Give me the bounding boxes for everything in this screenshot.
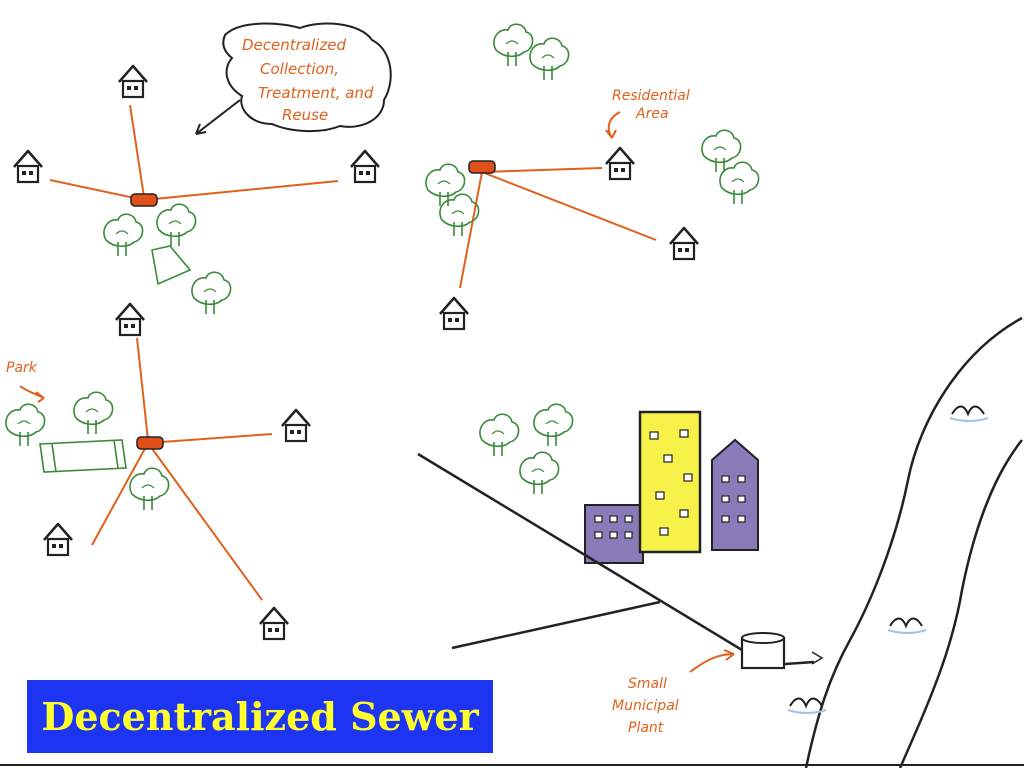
tree-icon (719, 161, 760, 205)
arrow-icon (19, 385, 45, 403)
pipe-lines (91, 337, 273, 601)
diagram-title: Decentralized Sewer (41, 694, 479, 739)
residential-label: Residential (612, 88, 690, 104)
tree-icon (129, 467, 170, 511)
plant-label: Plant (628, 720, 664, 736)
tree-icon (519, 451, 560, 495)
residential-label: Area (635, 106, 669, 122)
pipe-lines (49, 104, 339, 201)
wave-icon (949, 405, 989, 422)
callout-line: Treatment, and (258, 84, 374, 102)
tree-icon (425, 163, 466, 207)
arrow-icon (689, 649, 735, 673)
tree-icon (103, 213, 144, 257)
cluster-park: Park (5, 302, 312, 641)
treatment-tank-icon (468, 160, 496, 174)
building-tower-yellow (638, 410, 702, 554)
house-icon (114, 302, 146, 337)
main-sewer-lines (417, 452, 815, 666)
house-icon (604, 146, 636, 181)
treatment-tank-icon (136, 436, 164, 450)
tree-icon (73, 391, 114, 435)
city-area: Small Municipal Plant (417, 403, 824, 736)
callout-line: Decentralized (242, 36, 346, 54)
tree-icon (5, 403, 46, 447)
park-bench-icon (39, 439, 127, 473)
callout-line: Collection, (260, 60, 339, 78)
arrow-icon (195, 99, 241, 135)
tree-icon (156, 203, 197, 247)
building-right (711, 438, 759, 551)
wave-icon (887, 617, 927, 634)
tree-icon (191, 271, 232, 315)
house-icon (258, 606, 290, 641)
house-icon (280, 408, 312, 443)
building-left (584, 504, 644, 564)
plant-label: Municipal (612, 698, 679, 714)
house-icon (349, 149, 381, 184)
callout-cloud: Decentralized Collection, Treatment, and… (195, 22, 392, 135)
treatment-plant-icon (740, 632, 824, 670)
tree-icon (529, 37, 570, 81)
house-icon (117, 64, 149, 99)
treatment-tank-icon (130, 193, 158, 207)
wave-icon (787, 697, 827, 714)
tree-icon (479, 413, 520, 457)
title-box: Decentralized Sewer (27, 680, 493, 753)
callout-line: Reuse (282, 106, 328, 124)
field-plot-icon (151, 245, 192, 286)
tree-icon (439, 193, 480, 237)
park-label: Park (6, 360, 38, 376)
cluster-top-left (12, 64, 381, 315)
river (787, 316, 1023, 768)
svg-text:Decentralized Collection: Decentralized Collection, Treatment, and… (242, 36, 378, 124)
tree-icon (493, 23, 534, 67)
bottom-divider (0, 764, 1024, 766)
cluster-residential: Residential Area (425, 23, 760, 331)
plant-label: Small (628, 676, 667, 692)
house-icon (438, 296, 470, 331)
svg-text:Residential Area: Residential Area (612, 88, 694, 122)
house-icon (12, 149, 44, 184)
pipe-lines (459, 167, 657, 289)
tree-icon (533, 403, 574, 447)
arrow-icon (605, 111, 621, 139)
house-icon (668, 226, 700, 261)
svg-text:Small Municipal Pl: Small Municipal Plant (612, 676, 683, 736)
house-icon (42, 522, 74, 557)
